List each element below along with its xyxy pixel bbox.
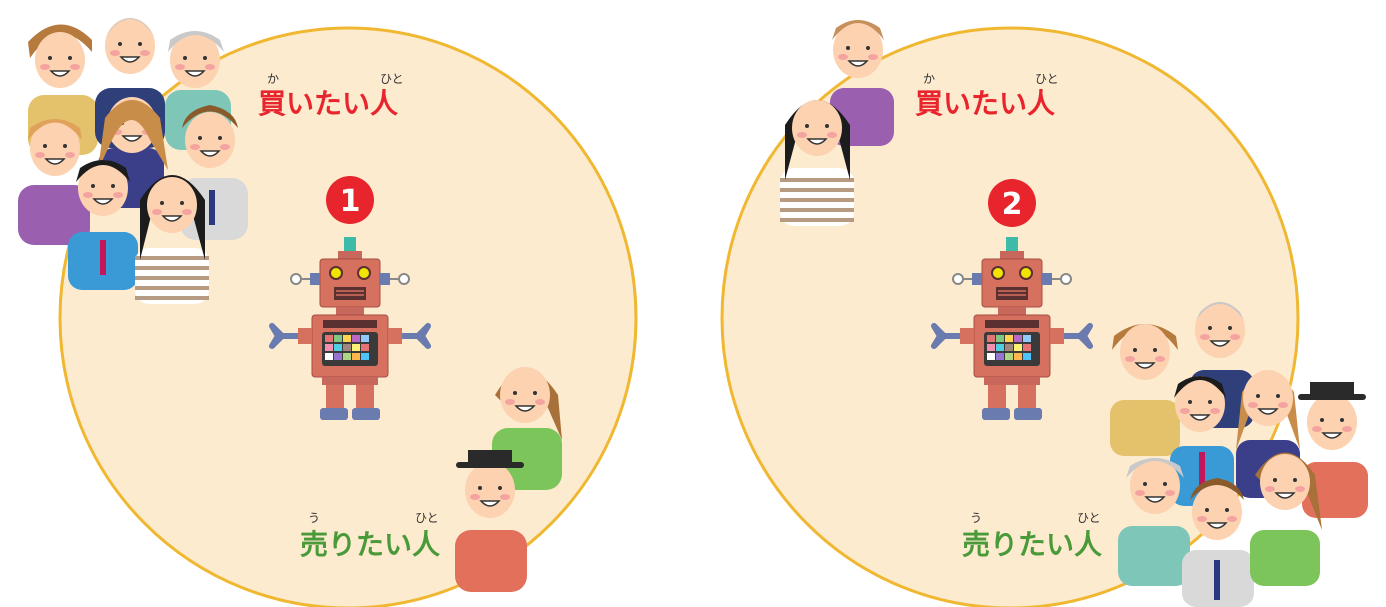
person-icon (791, 99, 843, 157)
person-icon (146, 176, 198, 234)
buyer-crowd (780, 20, 894, 226)
seller-crowd (1110, 301, 1368, 607)
ruby-hito: ひと (1035, 72, 1059, 86)
panel-2: か ひと 買いたい人 2 (720, 20, 1368, 607)
person-icon (464, 461, 516, 519)
seller-label: 売りたい人 (962, 528, 1102, 561)
person-icon (1306, 393, 1358, 451)
step-badge: 1 (326, 176, 374, 224)
person-icon (104, 17, 156, 75)
step-number: 1 (340, 184, 361, 219)
ruby-u: う (970, 511, 982, 525)
seller-label-group: う ひと 売りたい人 (300, 511, 440, 561)
buyer-label: 買いたい人 (258, 87, 398, 120)
person-icon (499, 366, 551, 424)
panel-1: か ひと 買いたい人 1 (18, 17, 638, 607)
ruby-ka: か (267, 72, 279, 86)
step-badge: 2 (988, 179, 1036, 227)
person-icon (1259, 453, 1311, 511)
seller-label-group: う ひと 売りたい人 (962, 511, 1102, 561)
person-icon (1242, 369, 1294, 427)
seller-crowd (455, 366, 562, 592)
person-icon (184, 111, 236, 169)
ruby-hito: ひと (1077, 511, 1101, 525)
ruby-ka: か (923, 72, 935, 86)
person-icon (1119, 323, 1171, 381)
seller-label: 売りたい人 (300, 528, 440, 561)
buyer-label: 買いたい人 (915, 87, 1055, 120)
buyer-label-group: か ひと 買いたい人 (915, 72, 1059, 120)
ruby-hito: ひと (415, 511, 439, 525)
ruby-u: う (308, 511, 320, 525)
step-number: 2 (1002, 187, 1023, 222)
person-icon (34, 31, 86, 89)
buyer-crowd (18, 17, 248, 304)
person-icon (1191, 483, 1243, 541)
buyer-label-group: か ひと 買いたい人 (258, 72, 404, 120)
ruby-hito: ひと (380, 72, 404, 86)
